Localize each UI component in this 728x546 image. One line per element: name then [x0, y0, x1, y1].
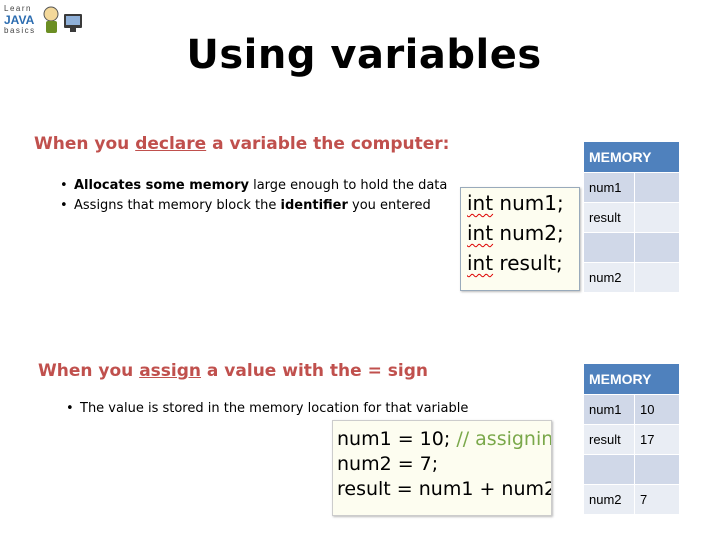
slide-title: Using variables — [186, 32, 542, 78]
memory-cell-value: 10 — [634, 394, 680, 425]
memory-cell-name: result — [583, 202, 635, 233]
memory-cell-name: num1 — [583, 394, 635, 425]
memory-cell-name — [583, 232, 635, 263]
declare-bullets: Allocates some memory large enough to ho… — [58, 176, 447, 216]
memory-header: MEMORY — [583, 141, 680, 173]
bullet-assigns: Assigns that memory block the identifier… — [58, 196, 447, 216]
code-text: result = num1 + num2; — [337, 478, 552, 500]
logo-learn-text: Learn — [4, 4, 32, 13]
code-text: result; — [493, 251, 563, 275]
bullet-assigns-rest: you entered — [347, 198, 431, 213]
assign-keyword: assign — [139, 361, 201, 381]
assign-code-box: num1 = 10; // assigning num2 = 7; result… — [332, 420, 552, 516]
bullet-allocates: Allocates some memory large enough to ho… — [58, 176, 447, 196]
code-text: num2; — [493, 221, 564, 245]
code-line: num1 = 10; // assigning — [333, 427, 551, 452]
code-line: int num1; — [461, 188, 579, 218]
memory-cell-name — [583, 454, 635, 485]
memory-cell-name: num2 — [583, 484, 635, 515]
memory-cell-value — [634, 262, 680, 293]
memory-header: MEMORY — [583, 363, 680, 395]
code-line: int result; — [461, 248, 579, 278]
code-line: int num2; — [461, 218, 579, 248]
bullet-value-stored: The value is stored in the memory locati… — [64, 399, 468, 419]
memory-table-declare: MEMORY num1 result num2 — [583, 141, 680, 293]
memory-cell-value — [634, 232, 680, 263]
learn-java-basics-logo: Learn JAVA basics — [4, 4, 82, 35]
declare-keyword: declare — [135, 134, 207, 154]
memory-cell-value — [634, 202, 680, 233]
memory-cell-name: num1 — [583, 172, 635, 203]
assign-heading: When you assign a value with the = sign — [38, 361, 428, 381]
memory-cell-name: num2 — [583, 262, 635, 293]
memory-cell-value: 7 — [634, 484, 680, 515]
bullet-assigns-text: Assigns that memory block the — [74, 198, 281, 213]
logo-java-text: JAVA — [4, 13, 35, 27]
bullet-allocates-rest: large enough to hold the data — [248, 178, 448, 193]
assign-heading-prefix: When you — [38, 361, 140, 381]
declare-code-box: int num1; int num2; int result; — [460, 187, 580, 291]
code-keyword: int — [467, 251, 494, 275]
bullet-allocates-bold: Allocates some memory — [74, 178, 249, 193]
memory-cell-value — [634, 454, 680, 485]
memory-cell-value — [634, 172, 680, 203]
code-comment: // assigning — [456, 428, 551, 450]
assign-heading-suffix: a value with the = sign — [201, 361, 428, 381]
code-keyword: int — [467, 191, 494, 215]
code-text: num2 = 7; — [337, 453, 439, 475]
code-text: num1; — [493, 191, 564, 215]
code-line: result = num1 + num2; — [333, 477, 551, 502]
memory-cell-value: 17 — [634, 424, 680, 455]
code-text: num1 = 10; — [337, 428, 457, 450]
declare-heading-suffix: a variable the computer: — [206, 134, 450, 154]
code-line: num2 = 7; — [333, 452, 551, 477]
bullet-assigns-bold: identifier — [280, 198, 348, 213]
logo-basics-text: basics — [4, 26, 36, 35]
declare-heading: When you declare a variable the computer… — [34, 134, 449, 154]
assign-bullets: The value is stored in the memory locati… — [64, 399, 468, 419]
declare-heading-prefix: When you — [34, 134, 136, 154]
memory-cell-name: result — [583, 424, 635, 455]
code-keyword: int — [467, 221, 494, 245]
